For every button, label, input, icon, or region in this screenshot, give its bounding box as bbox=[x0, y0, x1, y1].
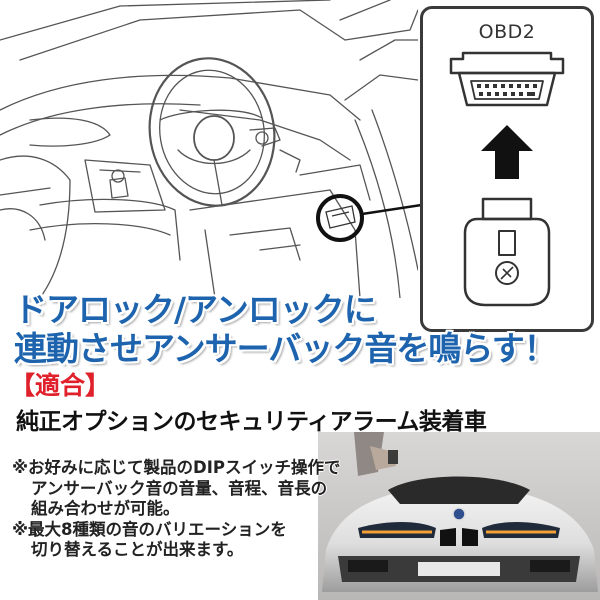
headline-line-1: ドアロック/アンロックに bbox=[14, 290, 377, 329]
note-line: アンサーバック音の音量、音程、音長の bbox=[31, 478, 328, 498]
bmw-i8-photo bbox=[318, 432, 600, 600]
obd2-port-icon bbox=[449, 51, 565, 107]
leader-line bbox=[361, 202, 429, 216]
headline-line-2: 連動させアンサーバック音を鳴らす！ bbox=[14, 329, 557, 368]
obd2-diagram bbox=[449, 51, 565, 307]
obd2-label: OBD2 bbox=[478, 21, 536, 43]
up-arrow-icon bbox=[481, 125, 533, 179]
compatibility-tag: 【適合】 bbox=[10, 371, 111, 400]
note-line: ※お好みに応じて製品のDIPスイッチ操作で bbox=[12, 458, 341, 477]
note-line: ※最大8種類の音のバリエーションを bbox=[12, 519, 287, 539]
note-line: 切り替えることが出来ます。 bbox=[31, 540, 244, 559]
note-line: 組み合わせが可能。 bbox=[31, 499, 180, 518]
notes-block: ※お好みに応じて製品のDIPスイッチ操作で アンサーバック音の音量、音程、音長の… bbox=[12, 458, 432, 561]
car-interior-illustration bbox=[0, 0, 418, 298]
compatibility-description: 純正オプションのセキュリティアラーム装着車 bbox=[16, 409, 487, 435]
obd2-panel: OBD2 bbox=[420, 6, 594, 332]
obd-plug-icon bbox=[463, 197, 551, 307]
